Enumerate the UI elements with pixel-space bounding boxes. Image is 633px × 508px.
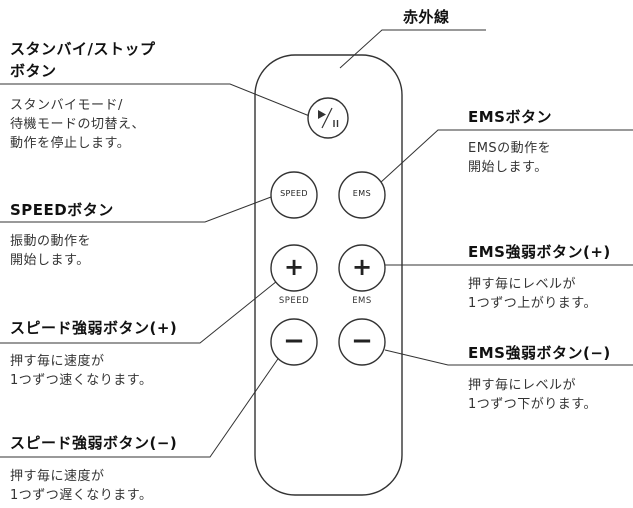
speed-minus-title: スピード強弱ボタン(−) — [10, 434, 178, 452]
standby-title-line1: スタンバイ/ストップ — [10, 40, 156, 58]
ems-minus-desc-line1: 押す毎にレベルが — [468, 378, 577, 393]
speed-plus-desc-line2: 1つずつ速くなります。 — [10, 373, 153, 388]
standby-stop-button[interactable] — [307, 97, 349, 139]
ems-plus-desc-line1: 押す毎にレベルが — [468, 277, 577, 292]
ems-minus-button[interactable] — [338, 318, 386, 366]
speed-plus-leader-line — [0, 276, 283, 344]
standby-leader-line — [0, 83, 313, 118]
ems-button[interactable] — [338, 171, 386, 219]
speed-title: SPEEDボタン — [10, 201, 114, 219]
standby-desc-line3: 動作を停止します。 — [10, 136, 131, 151]
slash-icon — [321, 107, 333, 129]
speed-desc-line1: 振動の動作を — [10, 234, 92, 249]
speed-button-label: SPEED — [280, 189, 308, 198]
ems-button-label: EMS — [352, 189, 372, 198]
standby-desc-line1: スタンバイモード/ — [10, 98, 123, 113]
ems-caption: EMS — [352, 296, 372, 306]
ems-plus-desc-line2: 1つずつ上がります。 — [468, 296, 597, 311]
ems-title: EMSボタン — [468, 108, 552, 126]
speed-plus-desc-line1: 押す毎に速度が — [10, 354, 105, 369]
ems-desc-line2: 開始します。 — [468, 160, 548, 175]
speed-plus-button[interactable] — [270, 244, 318, 292]
speed-leader-line — [0, 196, 272, 223]
speed-minus-desc-line2: 1つずつ遅くなります。 — [10, 488, 153, 503]
ems-plus-button[interactable] — [338, 244, 386, 292]
play-icon — [318, 110, 326, 119]
ems-plus-glyph: + — [351, 253, 373, 281]
speed-minus-desc-line1: 押す毎に速度が — [10, 469, 105, 484]
ems-leader-line — [379, 129, 633, 184]
speed-desc-line2: 開始します。 — [10, 253, 90, 268]
ems-minus-title: EMS強弱ボタン(−) — [468, 344, 611, 362]
ems-minus-glyph: − — [351, 326, 373, 356]
speed-plus-title: スピード強弱ボタン(+) — [10, 319, 178, 337]
ems-minus-leader-line — [384, 349, 633, 366]
remote-body — [254, 54, 403, 496]
speed-minus-button[interactable] — [270, 318, 318, 366]
speed-caption: SPEED — [278, 296, 310, 306]
speed-minus-glyph: − — [283, 326, 305, 356]
speed-button[interactable] — [270, 171, 318, 219]
infrared-leader-line — [339, 29, 486, 69]
infrared-title: 赤外線 — [403, 8, 450, 26]
speed-plus-glyph: + — [283, 253, 305, 281]
ems-minus-desc-line2: 1つずつ下がります。 — [468, 397, 597, 412]
standby-desc-line2: 待機モードの切替え、 — [10, 117, 146, 132]
ems-desc-line1: EMSの動作を — [468, 141, 552, 156]
speed-minus-leader-line — [0, 352, 283, 458]
ems-plus-title: EMS強弱ボタン(+) — [468, 243, 611, 261]
standby-title-line2: ボタン — [10, 62, 57, 80]
